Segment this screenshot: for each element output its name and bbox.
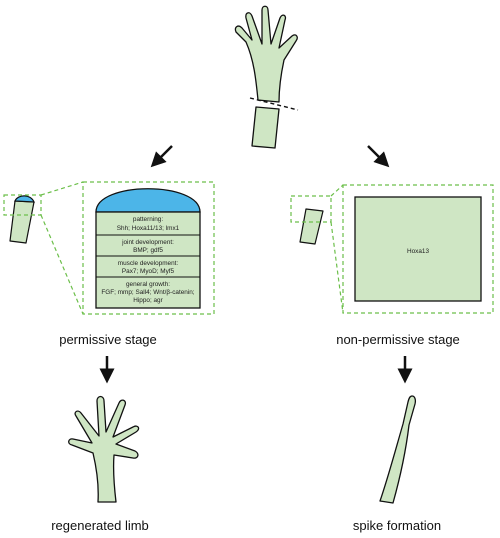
regenerated-limb-label: regenerated limb [51, 518, 149, 533]
gene-expression-panel: patterning: Shh; Hoxa11/13; lmx1 joint d… [95, 188, 201, 309]
zoom-connector-top-right [330, 184, 344, 197]
zoom-connector-bottom-right [330, 221, 344, 314]
limb-digits [234, 5, 298, 103]
regenerated-limb [68, 395, 140, 503]
zoom-connector-bottom-left [40, 214, 84, 315]
row-growth-genes-cont: Hippo; agr [133, 297, 163, 304]
limb-stump [251, 106, 280, 149]
permissive-stage-label: permissive stage [59, 332, 157, 347]
row-muscle-heading: muscle development: [118, 260, 179, 267]
panel-blastema-dome [95, 188, 201, 213]
permissive-stump [9, 195, 35, 244]
small-zoom-box-right [290, 195, 332, 223]
hoxa13-label: Hoxa13 [407, 248, 429, 255]
intact-limb [234, 5, 299, 149]
arrow-to-permissive [150, 145, 173, 168]
non-permissive-stump [299, 208, 324, 245]
arrow-to-non-permissive [367, 145, 390, 168]
row-joint-genes: BMP; gdf5 [133, 247, 163, 254]
row-growth-heading: general growth: [126, 281, 170, 288]
row-patterning-heading: patterning: [133, 216, 163, 223]
blastema-cap [14, 195, 35, 203]
zoom-connector-top-left [40, 181, 84, 196]
hoxa13-panel [354, 196, 482, 302]
row-joint-heading: joint development: [121, 239, 174, 246]
spike-formation-label: spike formation [353, 518, 441, 533]
panel-body [95, 211, 201, 309]
row-patterning-genes: Shh; Hoxa11/13; lmx1 [117, 225, 180, 232]
row-muscle-genes: Pax7; MyoD; Myf5 [122, 268, 175, 275]
non-permissive-stage-label: non-permissive stage [336, 332, 460, 347]
spike [379, 395, 417, 504]
row-growth-genes: FGF; mmp; Sall4; Wnt/β-catenin; [101, 289, 194, 296]
zoom-box-right [342, 184, 494, 314]
amputation-plane [249, 97, 299, 111]
zoom-box-left [82, 181, 215, 315]
